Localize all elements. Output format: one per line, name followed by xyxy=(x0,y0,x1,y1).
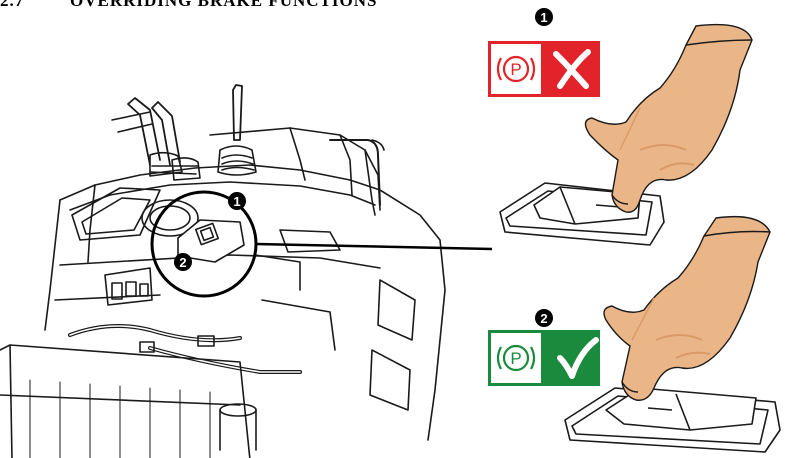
step-2-number: 2 xyxy=(540,311,547,326)
machine-callout-1: 1 xyxy=(228,192,246,210)
step-2: 2 P xyxy=(488,217,780,452)
step-1: 1 P xyxy=(488,8,752,245)
leader-line xyxy=(256,244,492,249)
parking-brake-symbol: P xyxy=(510,60,521,79)
svg-text:2: 2 xyxy=(179,255,186,270)
hand-2 xyxy=(604,217,770,401)
machine-illustration xyxy=(0,85,445,458)
parking-brake-symbol: P xyxy=(510,349,521,368)
machine-callout-2: 2 xyxy=(174,253,192,271)
svg-text:1: 1 xyxy=(233,194,240,209)
step-1-number: 1 xyxy=(540,10,547,25)
rocker-switch-2 xyxy=(565,388,780,452)
hand-1 xyxy=(585,25,752,213)
